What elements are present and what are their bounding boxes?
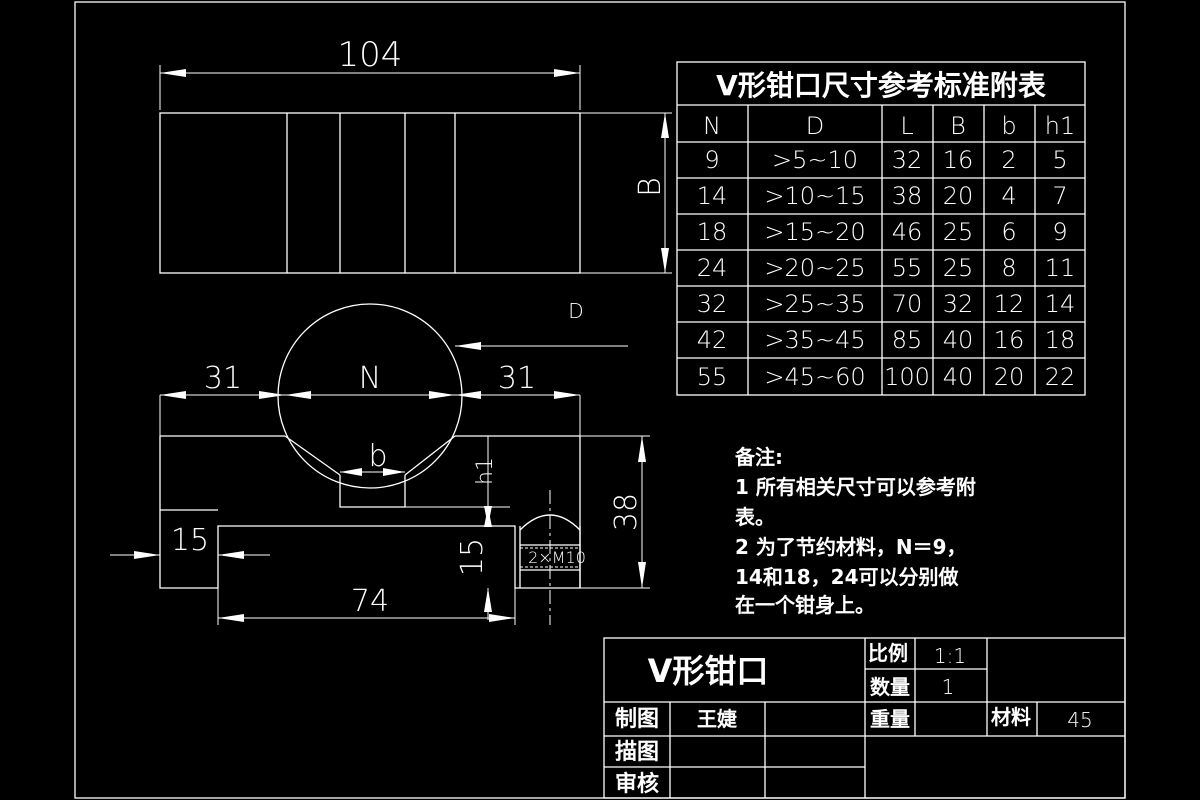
dim-38-label: 38 xyxy=(609,493,644,531)
material-label: 材料 xyxy=(991,705,1031,729)
table-cell: 18 xyxy=(1045,326,1076,354)
notes-line-5: 在一个钳身上。 xyxy=(735,593,875,617)
title-block: V形钳口 比例 1:1 数量 1 重量 材料 45 制图 王婕 描图 审核 xyxy=(603,637,1126,799)
table-cell: 4 xyxy=(1001,182,1016,210)
table-cell: 12 xyxy=(994,290,1025,318)
table-cell: 100 xyxy=(884,363,930,391)
table-header-cell: h1 xyxy=(1045,112,1075,140)
traced-label: 描图 xyxy=(615,740,659,765)
table-cell: 6 xyxy=(1001,218,1016,246)
table-cell: 9 xyxy=(704,146,719,174)
table-cell: 14 xyxy=(1045,290,1076,318)
checked-label: 审核 xyxy=(615,771,659,797)
table-title: V形钳口尺寸参考标准附表 xyxy=(716,69,1046,102)
front-view: 2×M10 31 N 31 D b h1 xyxy=(110,299,650,625)
table-cell: >20~25 xyxy=(764,254,865,282)
top-view: 104 B xyxy=(159,35,672,274)
table-cell: 20 xyxy=(943,182,974,210)
table-cell: 55 xyxy=(892,254,923,282)
table-cell: >45~60 xyxy=(764,363,865,391)
table-header-cell: N xyxy=(703,112,721,140)
table-header-cell: b xyxy=(1001,112,1016,140)
table-cell: 32 xyxy=(697,290,728,318)
notes-line-1: 1 所有相关尺寸可以参考附 xyxy=(735,475,976,499)
table-cell: 16 xyxy=(943,146,974,174)
notes-heading: 备注: xyxy=(734,445,783,469)
table-cell: >10~15 xyxy=(764,182,865,210)
notes-block: 备注: 1 所有相关尺寸可以参考附 表。 2 为了节约材料，N＝9， 14和18… xyxy=(734,445,976,617)
table-cell: 46 xyxy=(892,218,923,246)
table-cell: 25 xyxy=(943,218,974,246)
dim-n-label: N xyxy=(359,361,381,396)
scale-label: 比例 xyxy=(868,641,908,665)
thread-label: 2×M10 xyxy=(528,548,586,567)
qty-label: 数量 xyxy=(870,675,910,699)
slot-b xyxy=(339,475,406,508)
table-cell: 40 xyxy=(943,326,974,354)
table-outline xyxy=(676,61,1086,396)
table-cell: 9 xyxy=(1052,218,1067,246)
dim-31-right-label: 31 xyxy=(498,361,536,396)
dim-b-label: B xyxy=(633,177,668,197)
drawn-label: 制图 xyxy=(615,707,659,732)
bolt-hole: 2×M10 xyxy=(519,490,586,625)
table-header-cell: D xyxy=(806,112,824,140)
qty-value: 1 xyxy=(942,675,955,699)
notes-line-2: 表。 xyxy=(735,505,775,529)
table-cell: 22 xyxy=(1045,363,1076,391)
table-cell: 55 xyxy=(697,363,728,391)
dim-b-slot-label: b xyxy=(368,439,387,474)
table-cell: >25~35 xyxy=(764,290,865,318)
table-cell: 16 xyxy=(994,326,1025,354)
notes-line-4: 14和18，24可以分别做 xyxy=(735,565,959,589)
table-header-cell: L xyxy=(900,112,913,140)
table-cell: 42 xyxy=(697,326,728,354)
table-cell: >15~20 xyxy=(764,218,865,246)
table-cell: 5 xyxy=(1052,146,1067,174)
dim-d-label: D xyxy=(568,299,583,323)
table-cell: 2 xyxy=(1001,146,1016,174)
top-view-outline xyxy=(159,112,581,274)
table-header-cell: B xyxy=(950,112,966,140)
scale-value: 1:1 xyxy=(934,644,966,668)
drawn-value: 王婕 xyxy=(697,707,738,731)
table-cell: 70 xyxy=(892,290,923,318)
table-cell: 18 xyxy=(697,218,728,246)
jaw-body-outline xyxy=(159,435,581,589)
table-cell: 14 xyxy=(697,182,728,210)
table-cell: 11 xyxy=(1045,254,1076,282)
dim-15-left-label: 15 xyxy=(171,523,209,558)
table-cell: 40 xyxy=(943,363,974,391)
dim-h1-label: h1 xyxy=(473,457,498,485)
dim-31-left-label: 31 xyxy=(204,361,242,396)
table-cell: >35~45 xyxy=(764,326,865,354)
table-cell: 25 xyxy=(943,254,974,282)
table-cell: 7 xyxy=(1052,182,1067,210)
dim-15-mid-label: 15 xyxy=(455,538,490,576)
drawing-border xyxy=(74,1,1126,799)
weight-label: 重量 xyxy=(870,707,910,731)
table-cell: 24 xyxy=(697,254,728,282)
material-value: 45 xyxy=(1067,708,1092,732)
table-cell: 85 xyxy=(892,326,923,354)
notes-line-3: 2 为了节约材料，N＝9， xyxy=(735,535,967,559)
table-cell: 20 xyxy=(994,363,1025,391)
table-cell: 32 xyxy=(892,146,923,174)
table-cell: 32 xyxy=(943,290,974,318)
dim-74-label: 74 xyxy=(351,584,389,619)
dim-104-label: 104 xyxy=(338,35,403,75)
table-cell: >5~10 xyxy=(772,146,858,174)
table-cell: 38 xyxy=(892,182,923,210)
table-cell: 8 xyxy=(1001,254,1016,282)
part-name: V形钳口 xyxy=(648,652,769,690)
